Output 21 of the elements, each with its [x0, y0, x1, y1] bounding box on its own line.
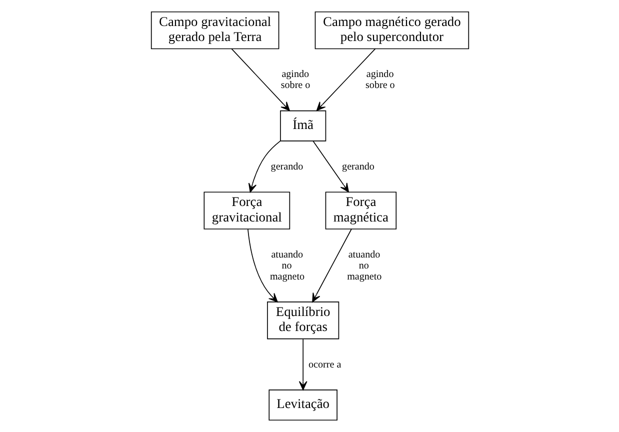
- node-box: Levitação: [268, 390, 337, 421]
- edge-label: gerando: [342, 162, 374, 173]
- node-box: Campo gravitacional gerado pela Terra: [150, 11, 279, 50]
- node-box: Ímã: [280, 110, 326, 142]
- node-box: Campo magnético gerado pelo supercondutor: [314, 11, 469, 50]
- edge-label: gerando: [270, 162, 303, 173]
- node-box: Força magnética: [324, 192, 396, 230]
- arrow: [246, 228, 278, 302]
- edge-label: atuando no magneto: [346, 250, 382, 282]
- arrow: [248, 140, 280, 192]
- node-box: Força gravitacional: [203, 192, 290, 230]
- edge-label: agindo sobre o: [365, 68, 394, 91]
- arrow: [316, 48, 376, 111]
- node-box: Equilíbrio de forças: [266, 302, 339, 340]
- arrow: [298, 338, 307, 390]
- arrow: [312, 228, 352, 302]
- arrow: [312, 140, 348, 192]
- edge-label: agindo sobre o: [280, 68, 310, 91]
- edge-label: ocorre a: [308, 359, 341, 370]
- edge-label: atuando no magneto: [269, 250, 304, 282]
- arrow: [230, 48, 290, 111]
